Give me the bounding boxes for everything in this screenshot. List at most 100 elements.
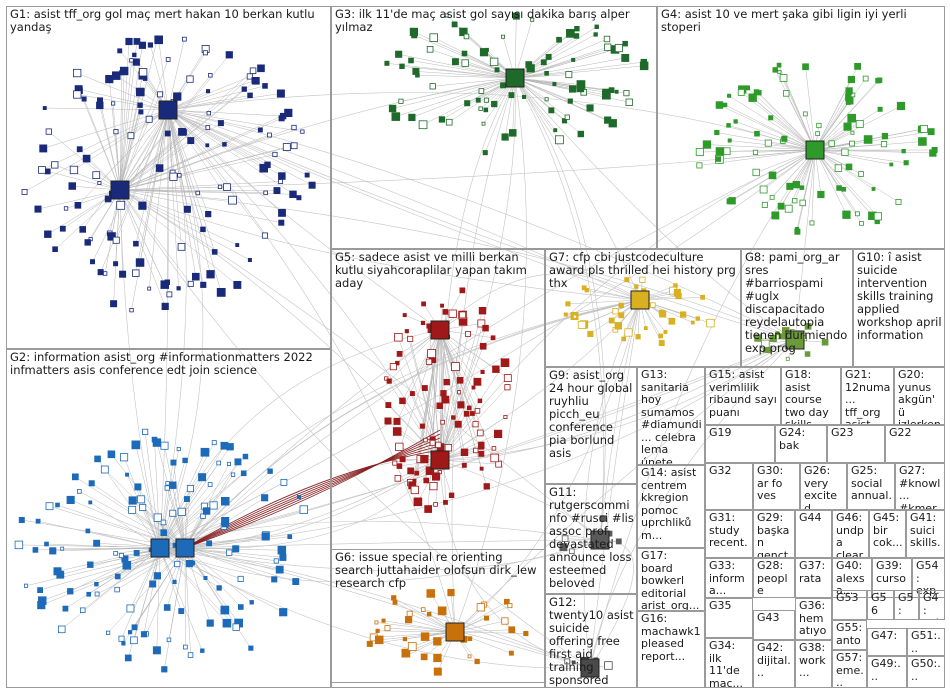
group-g11-label: G11: rutgerscomminfo #rusci #lis assoc p…	[549, 486, 634, 590]
group-g55-box: G55: anto...	[832, 620, 867, 650]
group-g5-label: G5: sadece asist ve milli berkan kutlu s…	[335, 251, 542, 290]
group-g29-label: G29: başkan gençt...	[757, 512, 792, 558]
group-g4-box: G4: asist 10 ve mert şaka gibi ligin iyi…	[657, 6, 945, 249]
group-g33-box: G33: informa...	[705, 558, 753, 598]
group-g4x-label: G4: act...	[923, 592, 942, 620]
group-g28-box: G28: people scam	[753, 558, 795, 598]
group-g14-label: G14: asist centrem kkregion pomoc uprchl…	[641, 467, 702, 542]
group-g27-label: G27: #knowl... #kmers...	[899, 465, 942, 510]
group-g30-box: G30: ar fo ves	[753, 463, 800, 510]
group-g51-box: G51:...	[907, 628, 945, 656]
group-g24-label: G24: bak	[779, 427, 824, 452]
group-g31-box: G31: study recent...	[705, 510, 753, 558]
group-g50-box: G50:...	[907, 656, 945, 688]
group-g56-label: G56	[871, 592, 891, 617]
group-g42-box: G42: dijital...	[753, 640, 795, 688]
group-g55-label: G55: anto...	[836, 622, 864, 650]
group-g43-box: G43	[753, 610, 795, 640]
group-g8-label: G8: pami_org_ar sres #barriospami #uglx …	[745, 251, 850, 355]
group-g23-label: G23	[831, 427, 882, 440]
group-g45-label: G45: bir cok...	[873, 512, 903, 550]
group-g51-label: G51:...	[911, 630, 942, 655]
group-g53-box: G53	[832, 590, 867, 620]
group-g26-box: G26: very excited...	[800, 463, 847, 510]
group-g24-box: G24: bak	[775, 425, 827, 463]
group-g34-label: G34: ilk 11'de maç...	[709, 640, 750, 688]
group-g26-label: G26: very excited...	[804, 465, 844, 510]
group-g30-label: G30: ar fo ves	[757, 465, 797, 503]
group-g44-label: G44	[799, 512, 829, 525]
group-g5x-label: G5: grd...	[898, 592, 916, 620]
group-g6-label: G6: issue special re orienting search ju…	[335, 551, 542, 590]
group-g6-box: G6: issue special re orienting search ju…	[331, 549, 545, 688]
group-g44-box: G44	[795, 510, 832, 558]
group-g25-label: G25: social annual...	[851, 465, 892, 510]
group-g10-box: G10: î asist suicide intervention skills…	[853, 249, 945, 367]
group-g7-box: G7: cfp cbi justcodeculture award pls th…	[545, 249, 741, 367]
group-g2-box: G2: information asist_org #informationma…	[6, 349, 331, 688]
group-g9-box: G9: asist_org 24 hour global ruyhliu pic…	[545, 367, 637, 484]
group-g20-label: G20: yunus akgün'ü izlerken...	[898, 369, 942, 425]
group-g36-label: G36: hem atıyo...	[799, 600, 829, 640]
group-g56-box: G56	[867, 590, 894, 620]
group-g53-label: G53	[836, 592, 864, 605]
group-g13-label: G13: sanitaria hoy sumamos #diamundi... …	[641, 369, 702, 465]
group-g36-box: G36: hem atıyo...	[795, 598, 832, 640]
group-g23-box: G23	[827, 425, 885, 463]
group-g21-box: G21: 12numa... tff_org asist	[841, 367, 894, 425]
group-g25-box: G25: social annual...	[847, 463, 895, 510]
group-g7-label: G7: cfp cbi justcodeculture award pls th…	[549, 251, 738, 290]
group-g38-label: G38: work...	[799, 642, 829, 680]
group-g41-box: G41: suici skills...	[906, 510, 945, 558]
group-g41-label: G41: suici skills...	[910, 512, 942, 558]
group-g1-box: G1: asist tff_org gol maç mert hakan 10 …	[6, 6, 331, 349]
group-g50-label: G50:...	[911, 658, 942, 683]
group-g49-label: G49:...	[871, 658, 904, 683]
group-g42-label: G42: dijital...	[757, 642, 792, 680]
group-g19-box: G19	[705, 425, 775, 463]
group-g18-box: G18: asist course two day skills buildin…	[781, 367, 841, 425]
group-g37-box: G37: rata	[795, 558, 832, 598]
group-g4-label: G4: asist 10 ve mert şaka gibi ligin iyi…	[661, 8, 942, 34]
group-g32-box: G32	[705, 463, 753, 510]
group-g3-box: G3: ilk 11'de maç asist gol sayısı dakik…	[331, 6, 657, 249]
group-g47-label: G47:	[871, 630, 904, 643]
group-g45-box: G45: bir cok...	[869, 510, 906, 558]
group-g9-label: G9: asist_org 24 hour global ruyhliu pic…	[549, 369, 634, 460]
group-g19-label: G19	[709, 427, 772, 440]
group-g16-box: G16: machawk1 pleased report...	[637, 611, 705, 688]
group-g17-label: G17: board bowkerl editorial arist_org..…	[641, 550, 702, 611]
group-g49-box: G49:...	[867, 656, 907, 688]
group-g18-label: G18: asist course two day skills buildin…	[785, 369, 838, 425]
group-g5x-box: G5: grd...	[894, 590, 919, 620]
group-g35-box: G35	[705, 598, 753, 638]
group-g11-box: G11: rutgerscomminfo #rusci #lis assoc p…	[545, 484, 637, 594]
group-g15-label: G15: asist verimlilik ribaund sayı puanı	[709, 369, 778, 419]
group-g32-label: G32	[709, 465, 750, 478]
group-g33-label: G33: informa...	[709, 560, 750, 598]
group-g35-label: G35	[709, 600, 750, 613]
group-g1-label: G1: asist tff_org gol maç mert hakan 10 …	[10, 8, 328, 34]
group-g57-label: G57: eme...	[836, 652, 864, 688]
group-g20-box: G20: yunus akgün'ü izlerken...	[894, 367, 945, 425]
group-g34-box: G34: ilk 11'de maç...	[705, 638, 753, 688]
group-g22-label: G22	[889, 427, 942, 440]
group-g37-label: G37: rata	[799, 560, 829, 585]
group-g14-box: G14: asist centrem kkregion pomoc uprchl…	[637, 465, 705, 548]
group-g31-label: G31: study recent...	[709, 512, 750, 558]
group-g38-box: G38: work...	[795, 640, 832, 688]
group-g4x-box: G4: act...	[919, 590, 945, 620]
group-g12-box: G12: twenty10 asist suicide offering fre…	[545, 594, 637, 688]
group-g12-label: G12: twenty10 asist suicide offering fre…	[549, 596, 634, 688]
group-g57-box: G57: eme...	[832, 650, 867, 688]
group-g2-label: G2: information asist_org #informationma…	[10, 351, 328, 377]
group-g28-label: G28: people scam	[757, 560, 792, 598]
group-g29-box: G29: başkan gençt...	[753, 510, 795, 558]
group-g8-box: G8: pami_org_ar sres #barriospami #uglx …	[741, 249, 853, 367]
group-g46-box: G46: undpa clear...	[832, 510, 869, 558]
group-g46-label: G46: undpa clear...	[836, 512, 866, 558]
group-g3-label: G3: ilk 11'de maç asist gol sayısı dakik…	[335, 8, 654, 34]
group-g27-box: G27: #knowl... #kmers...	[895, 463, 945, 510]
group-g47-box: G47:	[867, 628, 907, 656]
group-g17-box: G17: board bowkerl editorial arist_org..…	[637, 548, 705, 611]
